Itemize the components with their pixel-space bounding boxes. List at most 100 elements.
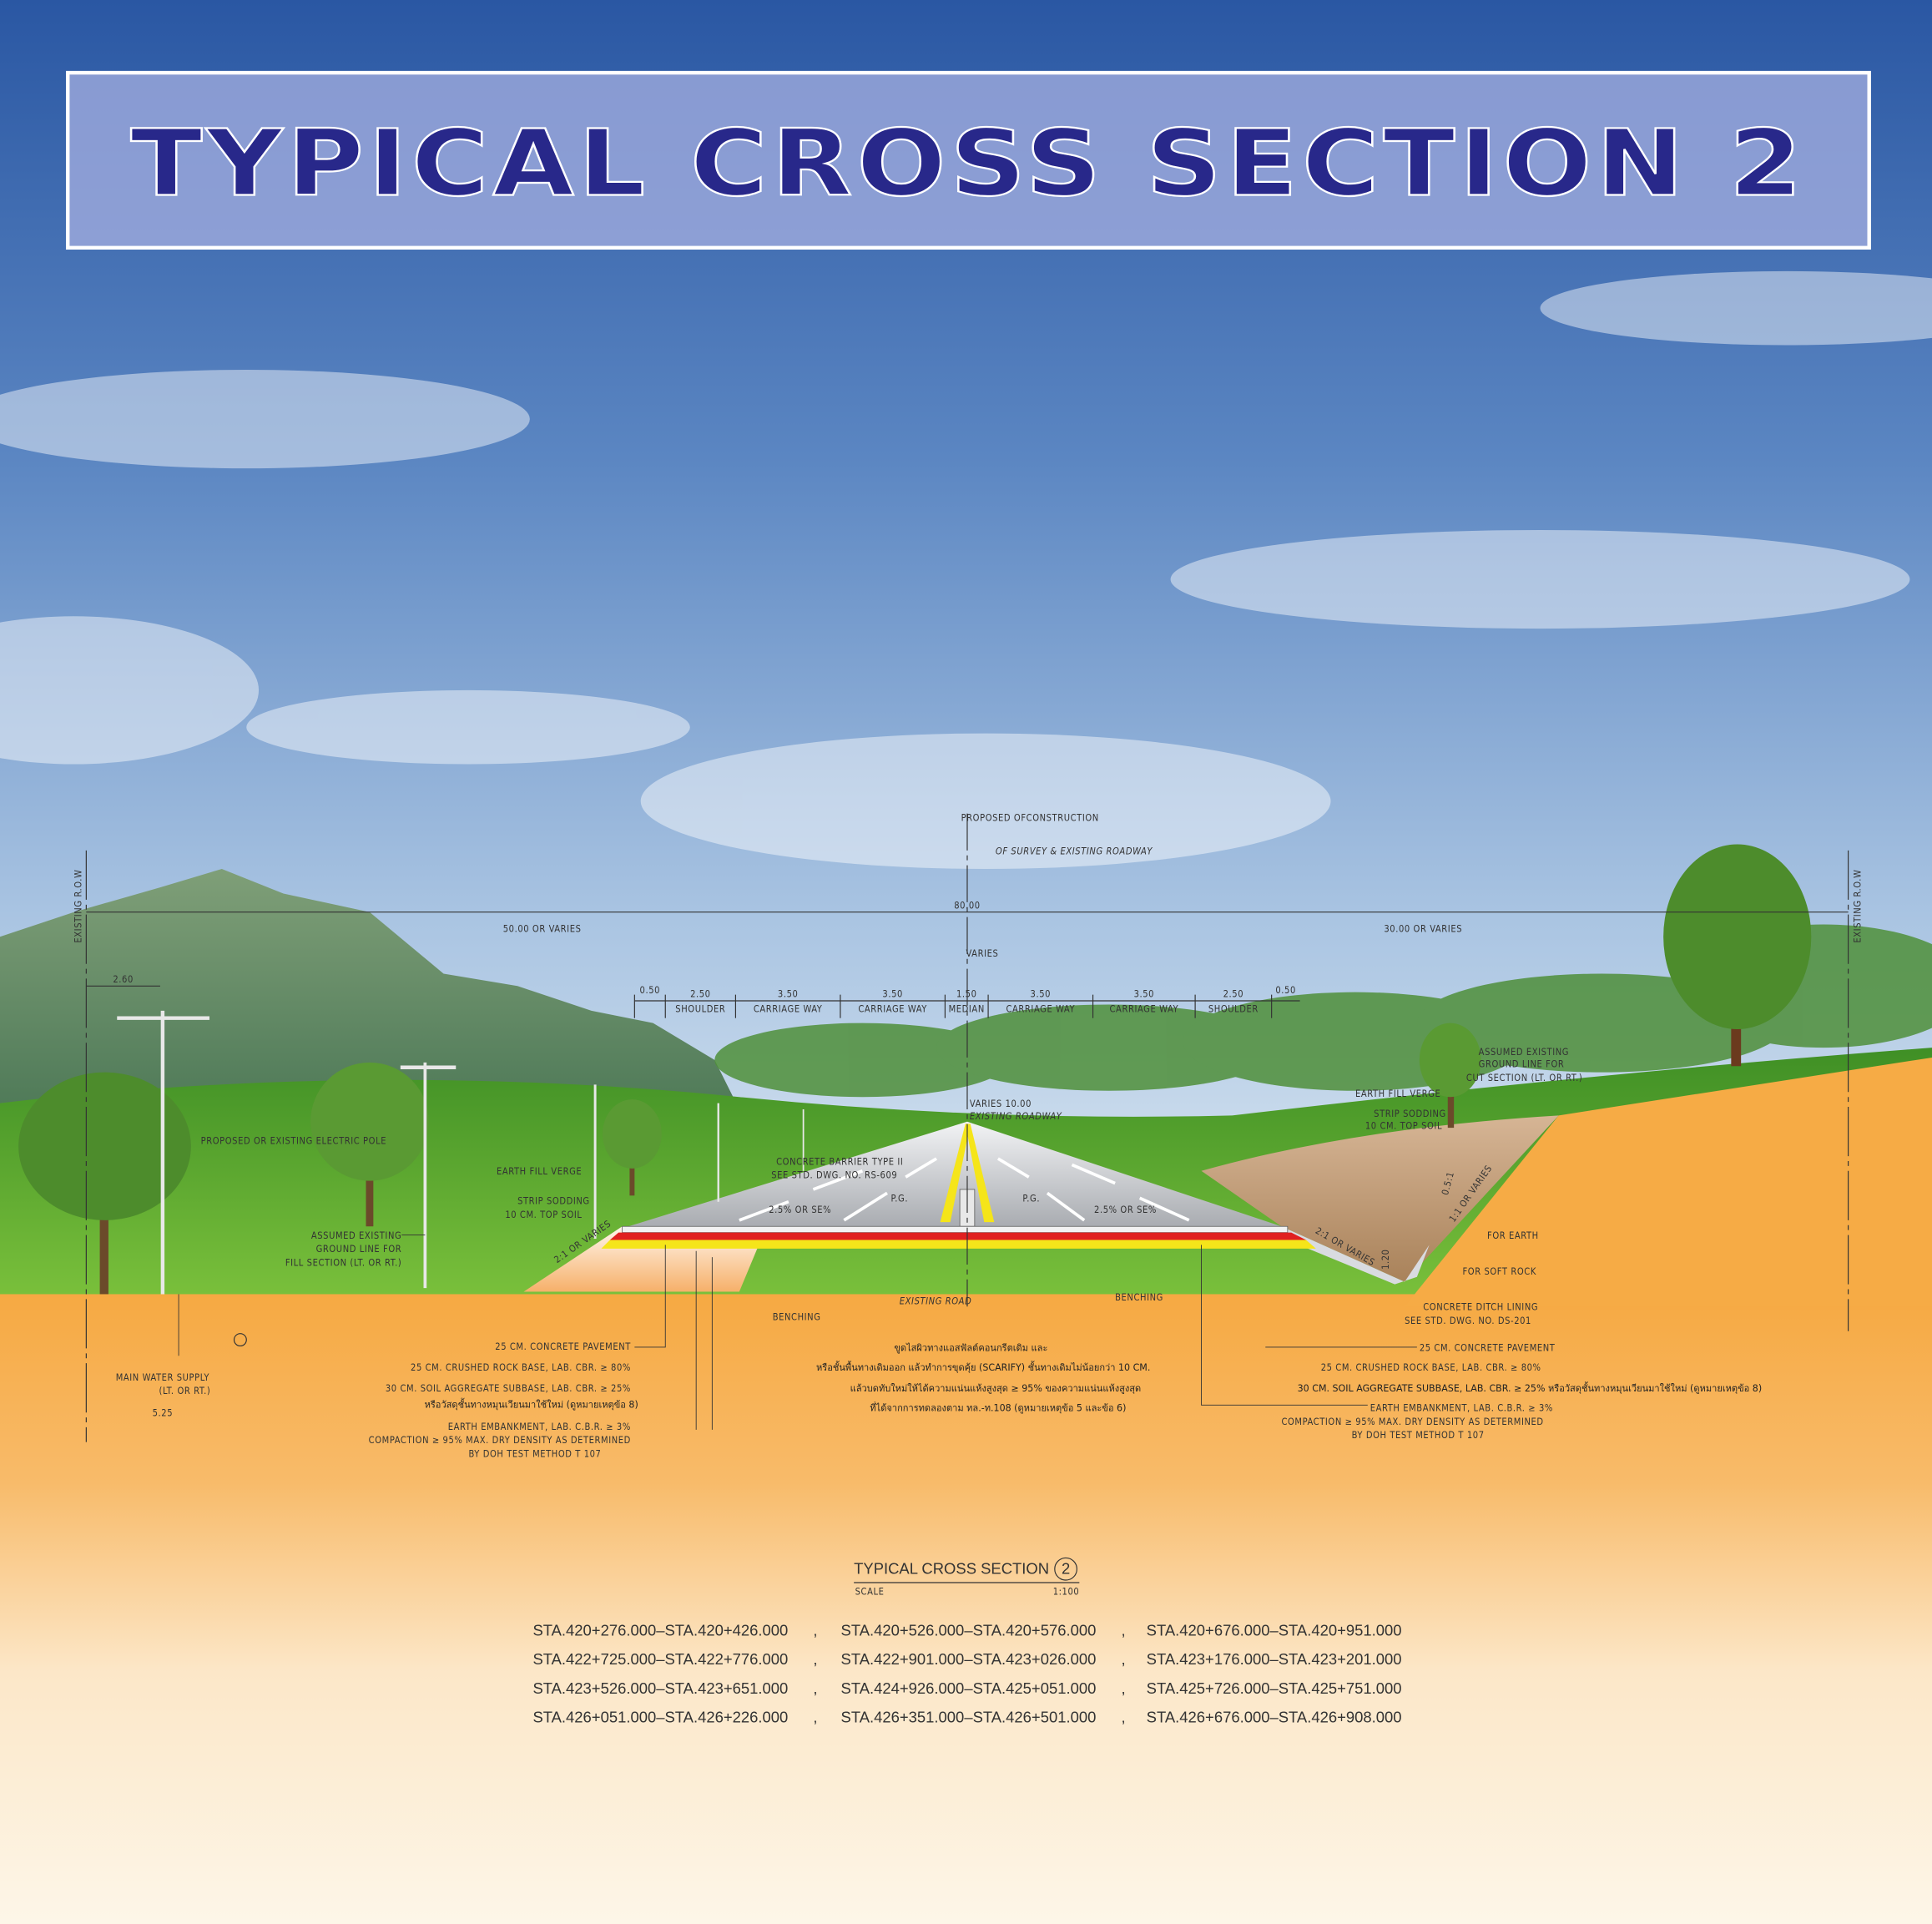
station-range: STA.426+051.000–STA.426+226.000 [532, 1709, 788, 1726]
lane-width: 3.50 [778, 989, 799, 1000]
strip-sodding-note-right-2: 10 CM. TOP SOIL [1365, 1121, 1442, 1132]
tree-right-2 [1419, 1023, 1481, 1129]
pavement-note-center: ขูดไสผิวทางแอสฟัลต์คอนกรีตเดิม และ [894, 1342, 1047, 1353]
pavement-concrete-layer [622, 1225, 1289, 1233]
pg-left-label: P.G. [890, 1194, 908, 1204]
pavement-notes-center: ขูดไสผิวทางแอสฟัลต์คอนกรีตเดิม และ หรือช… [816, 1342, 1150, 1413]
station-separator: , [1122, 1709, 1126, 1726]
ditch-note-1: CONCRETE DITCH LINING [1423, 1302, 1538, 1313]
station-separator: , [813, 1621, 817, 1639]
row-left-label: EXISTING R.O.W [73, 870, 83, 943]
water-supply-note-2: (LT. OR RT.) [159, 1386, 211, 1396]
pavement-note-right: 30 CM. SOIL AGGREGATE SUBBASE, LAB. CBR.… [1298, 1381, 1763, 1394]
benching-left-label: BENCHING [773, 1311, 821, 1322]
crossfall-left: 2.5% OR SE% [769, 1204, 831, 1215]
pavement-note-right: COMPACTION ≥ 95% MAX. DRY DENSITY AS DET… [1281, 1416, 1543, 1427]
station-range: STA.423+526.000–STA.423+651.000 [532, 1679, 788, 1697]
clouds [0, 270, 1932, 870]
pavement-note-center: หรือชั้นพื้นทางเดิมออก แล้วทำการขุดคุ้ย … [816, 1361, 1150, 1373]
lane-width: 3.50 [1031, 989, 1052, 1000]
varies-label: VARIES [966, 948, 999, 959]
station-separator: , [813, 1650, 817, 1668]
pavement-note-left: EARTH EMBANKMENT, LAB. C.B.R. ≥ 3% [448, 1422, 631, 1432]
benching-right-label: BENCHING [1115, 1292, 1163, 1303]
ground-fill-note-2: GROUND LINE FOR [316, 1244, 402, 1255]
existing-road-label: EXISTING ROAD [900, 1295, 972, 1306]
lane-width: 3.50 [1134, 989, 1155, 1000]
station-separator: , [1122, 1679, 1126, 1697]
for-earth-label: FOR EARTH [1487, 1230, 1539, 1241]
water-pipe-icon [233, 1333, 247, 1347]
lane-label: MEDIAN [949, 1003, 985, 1014]
water-supply-dim: 5.25 [153, 1408, 174, 1419]
barrier-note-1: CONCRETE BARRIER TYPE II [776, 1156, 903, 1167]
lane-label: CARRIAGE WAY [1006, 1003, 1076, 1014]
electric-pole-note: PROPOSED OR EXISTING ELECTRIC POLE [201, 1135, 386, 1146]
station-range: STA.420+526.000–STA.420+576.000 [841, 1621, 1097, 1639]
median-yellow-lines [940, 1124, 995, 1223]
ditch-lining [1269, 1226, 1430, 1285]
pavement-note-right: EARTH EMBANKMENT, LAB. C.B.R. ≥ 3% [1370, 1403, 1553, 1414]
right-row-width: 30.00 OR VARIES [1384, 923, 1462, 934]
pavement-note-right: BY DOH TEST METHOD T 107 [1352, 1430, 1485, 1441]
pavement-notes-left: 25 CM. CONCRETE PAVEMENT 25 CM. CRUSHED … [369, 1245, 713, 1459]
station-range: STA.422+725.000–STA.422+776.000 [532, 1650, 788, 1668]
station-separator: , [813, 1709, 817, 1726]
ground-cut-note-2: GROUND LINE FOR [1479, 1059, 1565, 1070]
subbase-yellow-layer [601, 1240, 1316, 1249]
tree-left [18, 1072, 191, 1295]
electric-poles [117, 1010, 805, 1295]
strip-sodding-note-right-1: STRIP SODDING [1374, 1108, 1446, 1119]
pavement-notes-right: 25 CM. CONCRETE PAVEMENT 25 CM. CRUSHED … [1201, 1245, 1762, 1441]
caption-scale: 1:100 [1053, 1587, 1080, 1598]
pavement-note-left: 30 CM. SOIL AGGREGATE SUBBASE, LAB. CBR.… [386, 1383, 631, 1394]
row-right-label: EXISTING R.O.W [1852, 870, 1863, 943]
strip-sodding-note-left-1: STRIP SODDING [517, 1196, 590, 1207]
station-separator: , [1122, 1621, 1126, 1639]
pavement-note-center: ที่ได้จากการทดลองตาม ทล.-ท.108 (ดูหมายเห… [870, 1401, 1126, 1414]
tree-right [1663, 844, 1812, 1067]
tree-left-2 [310, 1062, 429, 1227]
pavement-note-left: COMPACTION ≥ 95% MAX. DRY DENSITY AS DET… [369, 1435, 631, 1446]
ditch-note-2: SEE STD. DWG. NO. DS-201 [1405, 1315, 1531, 1326]
for-soft-rock-label: FOR SOFT ROCK [1462, 1266, 1536, 1277]
station-range: STA.424+926.000–STA.425+051.000 [841, 1679, 1097, 1697]
pole-offset: 2.60 [113, 974, 134, 985]
base-red-layer [609, 1232, 1306, 1240]
tree-mid [602, 1099, 662, 1196]
caption-number: 2 [1062, 1560, 1070, 1578]
centerline-proposed-label: PROPOSED OFCONSTRUCTION [961, 812, 1099, 823]
title-banner [65, 70, 1871, 250]
ground-fill-note-3: FILL SECTION (LT. OR RT.) [285, 1257, 401, 1268]
caption-number-circle [1054, 1557, 1077, 1581]
lane-markings [739, 1157, 1190, 1222]
station-range: STA.426+351.000–STA.426+501.000 [841, 1709, 1097, 1726]
lane-width: 0.50 [1275, 985, 1296, 996]
total-width: 80.00 [954, 900, 980, 911]
station-range: STA.426+676.000–STA.426+908.000 [1147, 1709, 1402, 1726]
lane-width: 2.50 [690, 989, 711, 1000]
earth-fill-note-left: EARTH FILL VERGE [497, 1166, 582, 1177]
existing-roadway-label: EXISTING ROADWAY [970, 1111, 1062, 1122]
ground-fill-note-1: ASSUMED EXISTING [311, 1230, 401, 1241]
station-separator: , [1122, 1650, 1126, 1668]
lane-label: SHOULDER [1208, 1003, 1259, 1014]
earth-fill-note-right: EARTH FILL VERGE [1355, 1088, 1440, 1099]
lane-width: 1.50 [956, 989, 977, 1000]
pavement-note-right: 25 CM. CRUSHED ROCK BASE, LAB. CBR. ≥ 80… [1321, 1362, 1541, 1373]
crossfall-right: 2.5% OR SE% [1094, 1204, 1157, 1215]
ditch-depth: 1.20 [1380, 1249, 1391, 1270]
caption-scale-label: SCALE [855, 1587, 885, 1598]
lane-width: 2.50 [1223, 989, 1244, 1000]
cut-ground-right [1405, 1057, 1932, 1307]
station-list: STA.420+276.000–STA.420+426.000,STA.420+… [532, 1621, 1401, 1725]
strip-sodding-note-left-2: 10 CM. TOP SOIL [505, 1209, 582, 1220]
cut-slope-soil [1201, 1115, 1559, 1282]
lane-width: 3.50 [882, 989, 903, 1000]
centerline-survey-label: OF SURVEY & EXISTING ROADWAY [996, 846, 1153, 856]
pavement-note-right: 25 CM. CONCRETE PAVEMENT [1420, 1342, 1556, 1353]
lane-label: CARRIAGE WAY [1110, 1003, 1179, 1014]
varies-existing-label: VARIES 10.00 [970, 1098, 1032, 1109]
caption-title: TYPICAL CROSS SECTION [854, 1560, 1049, 1578]
